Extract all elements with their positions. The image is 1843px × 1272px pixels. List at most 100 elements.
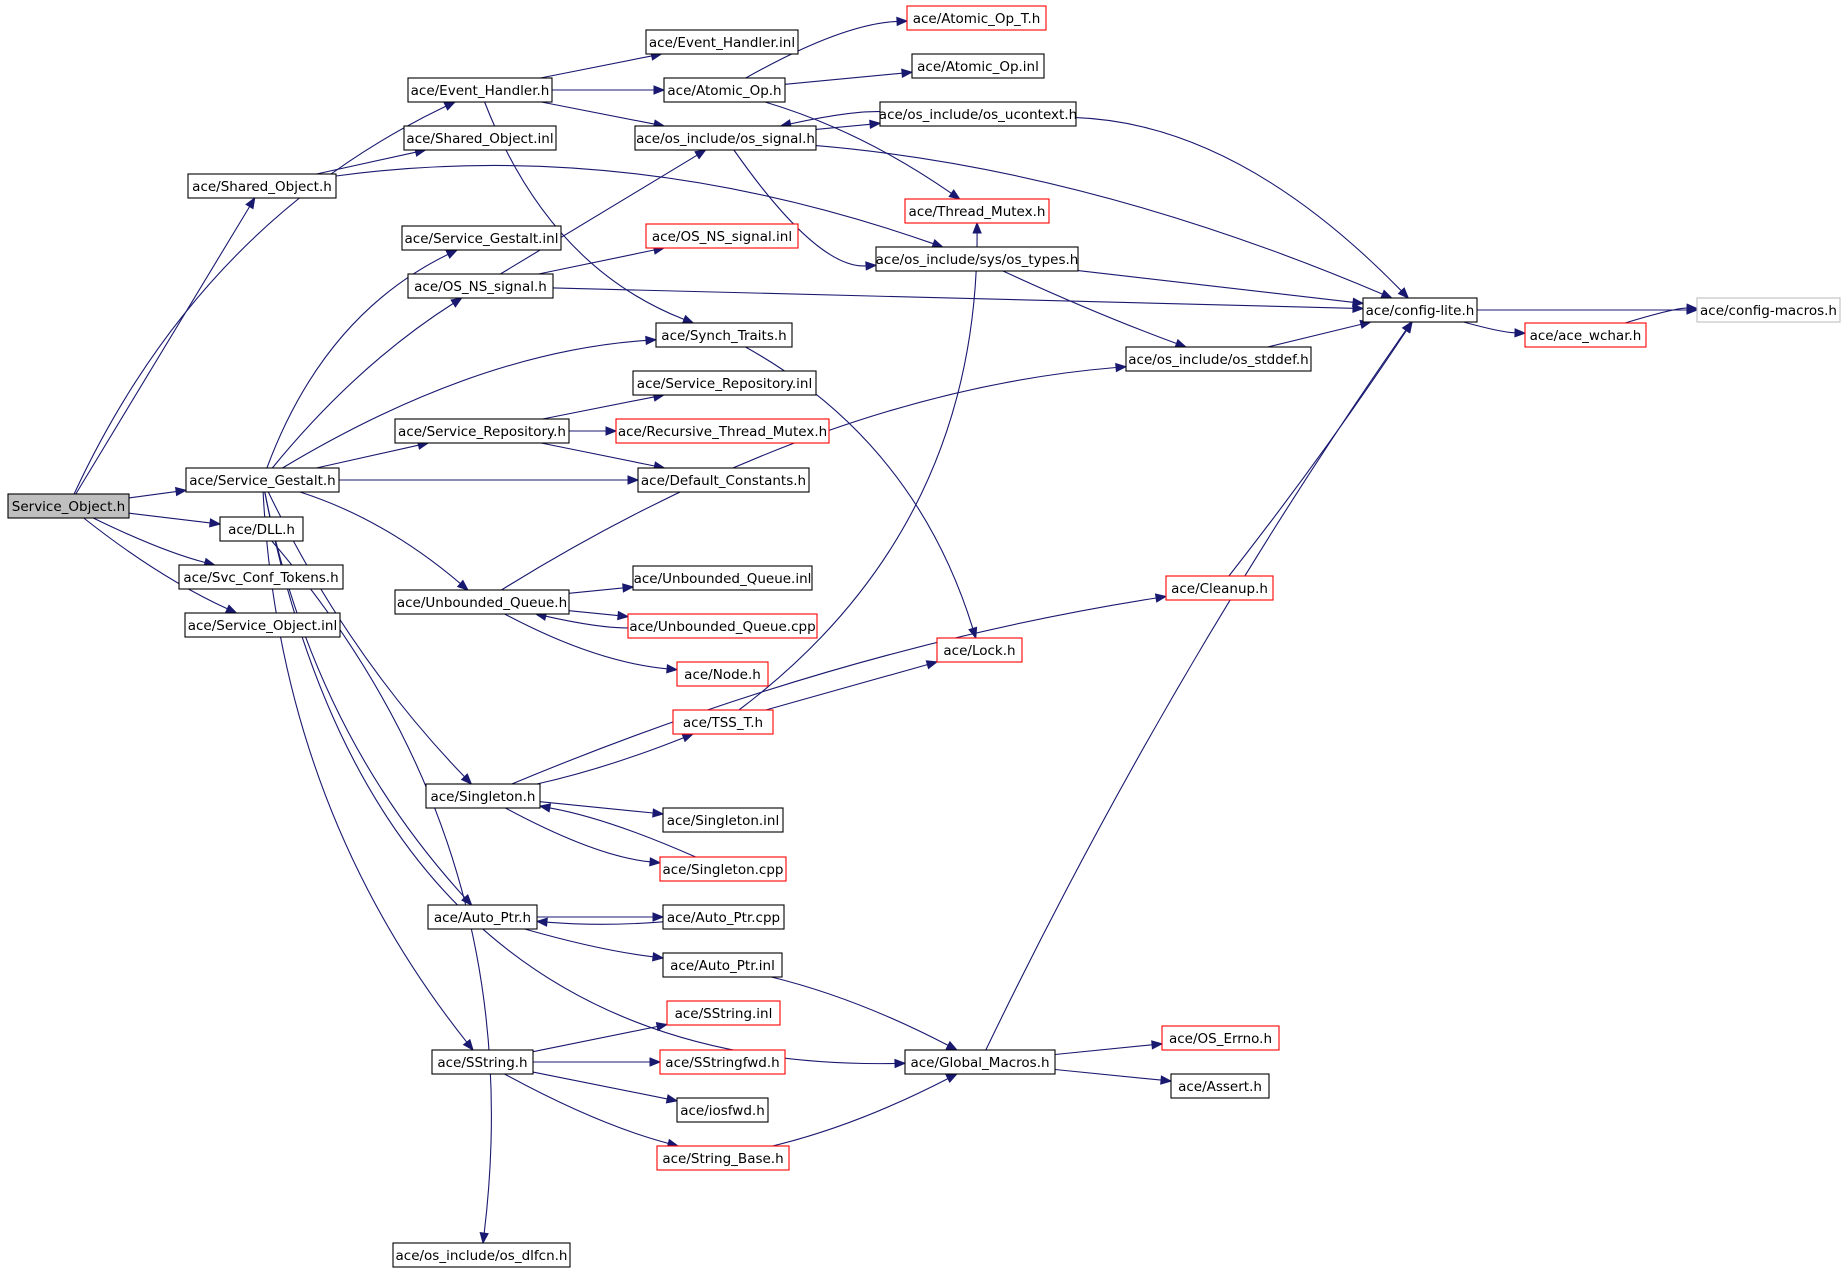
- edge-arrowhead: [1174, 338, 1188, 348]
- edge-arrowhead: [681, 733, 695, 743]
- node-event-handler-h[interactable]: ace/Event_Handler.h: [407, 77, 553, 103]
- node-dll-h[interactable]: ace/DLL.h: [219, 516, 304, 542]
- edge-line: [524, 928, 654, 958]
- node-auto-ptr-inl[interactable]: ace/Auto_Ptr.inl: [662, 952, 783, 978]
- node-event-handler-inl[interactable]: ace/Event_Handler.inl: [645, 29, 799, 55]
- node-sstring-inl[interactable]: ace/SString.inl: [666, 1000, 781, 1026]
- node-label: ace/Thread_Mutex.h: [909, 204, 1046, 220]
- node-cleanup-h[interactable]: ace/Cleanup.h: [1165, 575, 1274, 601]
- node-label: ace/String_Base.h: [662, 1151, 783, 1167]
- edge-line: [73, 105, 447, 495]
- node-os-signal-h[interactable]: ace/os_include/os_signal.h: [634, 125, 817, 151]
- node-service-object-h[interactable]: Service_Object.h: [7, 493, 130, 519]
- node-lock-h[interactable]: ace/Lock.h: [936, 637, 1023, 663]
- node-shared-object-h[interactable]: ace/Shared_Object.h: [187, 173, 337, 199]
- node-atomic-op-t-h[interactable]: ace/Atomic_Op_T.h: [906, 5, 1047, 31]
- node-box: [632, 370, 817, 396]
- edge-os_types_h-to-os_stddef_h: [1002, 270, 1188, 348]
- node-iosfwd-h[interactable]: ace/iosfwd.h: [676, 1097, 769, 1123]
- node-auto-ptr-cpp[interactable]: ace/Auto_Ptr.cpp: [662, 904, 785, 930]
- node-box: [403, 125, 557, 151]
- edge-arrowhead: [649, 857, 662, 867]
- node-box: [637, 467, 810, 493]
- node-label: ace/os_include/sys/os_types.h: [876, 252, 1079, 268]
- node-tss-t-h[interactable]: ace/TSS_T.h: [672, 709, 774, 735]
- node-label: Service_Object.h: [12, 499, 125, 515]
- edge-singleton_h-to-singleton_cpp: [505, 807, 662, 867]
- edge-arrowhead: [925, 660, 939, 670]
- node-label: ace/Event_Handler.h: [411, 83, 550, 99]
- node-node-h[interactable]: ace/Node.h: [676, 661, 769, 687]
- node-label: ace/Atomic_Op.inl: [917, 59, 1039, 75]
- node-atomic-op-inl[interactable]: ace/Atomic_Op.inl: [911, 53, 1045, 79]
- node-service-gestalt-inl[interactable]: ace/Service_Gestalt.inl: [401, 225, 562, 251]
- node-synch-traits-h[interactable]: ace/Synch_Traits.h: [655, 322, 793, 348]
- node-unbounded-queue-h[interactable]: ace/Unbounded_Queue.h: [394, 589, 570, 615]
- edge-service_gestalt_h-to-service_repository_h: [316, 440, 430, 469]
- node-assert-h[interactable]: ace/Assert.h: [1170, 1073, 1270, 1099]
- node-box: [634, 125, 817, 151]
- node-string-base-h[interactable]: ace/String_Base.h: [656, 1145, 790, 1171]
- edge-arrowhead: [645, 335, 658, 346]
- edge-arrowhead: [460, 773, 473, 785]
- edge-line: [568, 587, 624, 594]
- node-label: ace/DLL.h: [228, 522, 295, 538]
- edge-line: [772, 1078, 949, 1147]
- edge-line: [335, 164, 934, 245]
- edge-service_gestalt_h-to-unbounded_queue_h: [299, 491, 469, 591]
- node-os-dlfcn-h[interactable]: ace/os_include/os_dlfcn.h: [392, 1242, 571, 1268]
- node-os-ucontext-h[interactable]: ace/os_include/os_ucontext.h: [879, 101, 1077, 127]
- edge-line: [316, 444, 419, 469]
- edge-arrowhead: [681, 314, 695, 324]
- edge-atomic_op_h-to-thread_mutex_h: [764, 101, 961, 200]
- node-label: ace/OS_NS_signal.h: [414, 279, 547, 295]
- edge-service_object_h-to-dll_h: [128, 512, 222, 528]
- edge-sstring_h-to-sstringfwd_h: [533, 1057, 662, 1067]
- node-os-types-h[interactable]: ace/os_include/sys/os_types.h: [875, 246, 1079, 272]
- node-config-lite-h[interactable]: ace/config-lite.h: [1362, 297, 1478, 323]
- node-service-repository-h[interactable]: ace/Service_Repository.h: [394, 418, 570, 444]
- node-singleton-cpp[interactable]: ace/Singleton.cpp: [659, 856, 787, 882]
- node-box: [663, 77, 786, 103]
- node-ace-wchar-h[interactable]: ace/ace_wchar.h: [1524, 322, 1647, 348]
- node-recursive-thread-mutex-h[interactable]: ace/Recursive_Thread_Mutex.h: [615, 418, 830, 444]
- edge-service_repository_h-to-recursive_thread_mutex_h: [569, 426, 618, 436]
- node-os-ns-signal-h[interactable]: ace/OS_NS_signal.h: [407, 273, 554, 299]
- edge-service_object_h-to-shared_object_h: [75, 196, 256, 495]
- node-box: [659, 856, 787, 882]
- node-box: [1161, 1025, 1280, 1051]
- node-global-macros-h[interactable]: ace/Global_Macros.h: [904, 1049, 1056, 1075]
- node-singleton-inl[interactable]: ace/Singleton.inl: [662, 807, 784, 833]
- node-os-ns-signal-inl[interactable]: ace/OS_NS_signal.inl: [645, 223, 799, 249]
- node-auto-ptr-h[interactable]: ace/Auto_Ptr.h: [427, 904, 538, 930]
- node-config-macros-h[interactable]: ace/config-macros.h: [1696, 297, 1841, 323]
- node-atomic-op-h[interactable]: ace/Atomic_Op.h: [663, 77, 786, 103]
- node-box: [676, 1097, 769, 1123]
- node-os-errno-h[interactable]: ace/OS_Errno.h: [1161, 1025, 1280, 1051]
- node-box: [659, 1049, 786, 1075]
- node-sstringfwd-h[interactable]: ace/SStringfwd.h: [659, 1049, 786, 1075]
- node-default-constants-h[interactable]: ace/Default_Constants.h: [637, 467, 810, 493]
- edge-service_gestalt_h-to-auto_ptr_h: [264, 491, 473, 906]
- edge-arrowhead: [1160, 1075, 1173, 1085]
- node-label: ace/Singleton.inl: [667, 813, 780, 829]
- node-os-stddef-h[interactable]: ace/os_include/os_stddef.h: [1125, 346, 1312, 372]
- edge-arrowhead: [652, 808, 665, 818]
- edge-arrowhead: [653, 85, 666, 95]
- edge-auto_ptr_cpp-to-auto_ptr_h: [535, 917, 664, 927]
- node-unbounded-queue-cpp[interactable]: ace/Unbounded_Queue.cpp: [627, 613, 818, 639]
- edge-arrowhead: [665, 1094, 679, 1104]
- edge-arrowhead: [538, 803, 552, 813]
- node-shared-object-inl[interactable]: ace/Shared_Object.inl: [403, 125, 557, 151]
- edge-line: [83, 517, 228, 610]
- node-thread-mutex-h[interactable]: ace/Thread_Mutex.h: [904, 198, 1050, 224]
- node-svc-conf-tokens-h[interactable]: ace/Svc_Conf_Tokens.h: [178, 564, 344, 590]
- node-singleton-h[interactable]: ace/Singleton.h: [425, 783, 541, 809]
- node-unbounded-queue-inl[interactable]: ace/Unbounded_Queue.inl: [632, 565, 813, 591]
- node-service-object-inl[interactable]: ace/Service_Object.inl: [184, 612, 341, 638]
- node-sstring-h[interactable]: ace/SString.h: [431, 1049, 534, 1075]
- node-box: [656, 1145, 790, 1171]
- node-service-repository-inl[interactable]: ace/Service_Repository.inl: [632, 370, 817, 396]
- node-service-gestalt-h[interactable]: ace/Service_Gestalt.h: [185, 467, 340, 493]
- node-label: ace/Shared_Object.inl: [406, 131, 553, 147]
